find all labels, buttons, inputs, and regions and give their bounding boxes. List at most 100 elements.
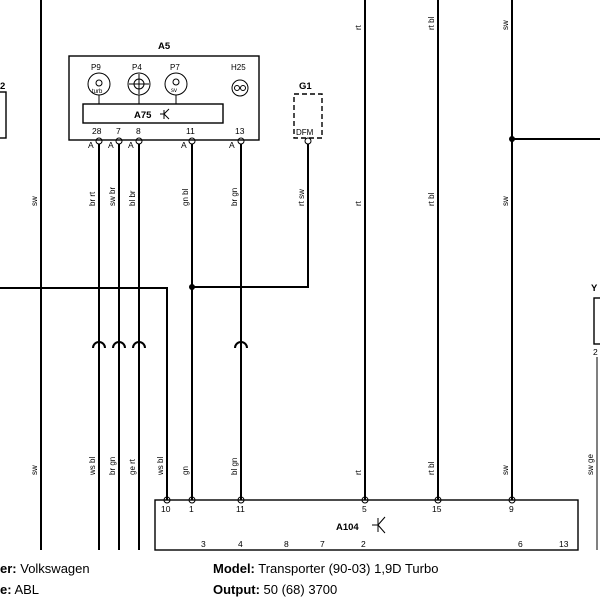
wire-label: ws bl (156, 457, 165, 476)
wire-label: br gn (230, 188, 239, 206)
a104-pin-8: 8 (284, 539, 289, 549)
a104-pin-6: 6 (518, 539, 523, 549)
footer-output: Output: 50 (68) 3700 (213, 582, 337, 597)
transistor-icon (160, 108, 170, 120)
connector-pin (163, 496, 171, 504)
wire-label: sw br (108, 187, 117, 206)
right-partial-label: Y (591, 283, 598, 294)
a5-pin-letter: A (108, 140, 114, 150)
lamp-h25-filament (234, 85, 240, 91)
wire-label: bl gn (230, 458, 239, 475)
left-partial-label: 2 (0, 81, 5, 92)
left-partial-module (0, 91, 7, 139)
a5-pin-letter: A (88, 140, 94, 150)
lamp-p7-label: P7 (170, 63, 180, 72)
g1-sensor-sub: DFM (296, 128, 314, 137)
footer-engine-label: e: (0, 582, 12, 597)
connector-pin (361, 496, 369, 504)
lamp-p4: P4 (127, 63, 151, 96)
a104-pin-13: 13 (559, 539, 569, 549)
lamp-p4-label: P4 (132, 63, 142, 72)
footer-model-label: Model: (213, 561, 255, 576)
connector-arc (112, 341, 126, 349)
wire-label: ws bl (88, 457, 97, 476)
wire-label: br gn (108, 457, 117, 475)
footer-background (0, 553, 600, 600)
wire-label: gn (181, 466, 190, 475)
a75-bar (82, 103, 224, 124)
connector-pin (237, 496, 245, 504)
lamp-p9-label: P9 (91, 63, 101, 72)
footer-model: Model: Transporter (90-03) 1,9D Turbo (213, 561, 438, 576)
wire-label: sw (501, 465, 510, 475)
wire-rtsw (192, 144, 309, 288)
a104-module-box (154, 499, 579, 551)
lamp-p7-inner-dot (172, 78, 180, 86)
wire-label: ge rt (128, 458, 137, 475)
connector-pin (188, 496, 196, 504)
lamp-h25-filament (240, 85, 246, 91)
a104-pin-7: 7 (320, 539, 325, 549)
g1-sensor-box (293, 93, 323, 139)
lamp-p9-inner: turb (92, 89, 103, 95)
a5-pin-7: 7 (116, 126, 121, 136)
right-partial-module (593, 297, 600, 345)
footer-make: er: Volkswagen (0, 561, 90, 576)
connector-pin (508, 496, 516, 504)
wire-label: rt bl (427, 16, 436, 30)
a5-pin-letter: A (229, 140, 235, 150)
transistor-icon (372, 516, 386, 534)
a104-module-name: A104 (336, 522, 359, 533)
right-partial-pin: 2 (593, 347, 598, 357)
a5-pin-8: 8 (136, 126, 141, 136)
wire-label: rt sw (297, 189, 306, 206)
wire-label: rt (354, 24, 363, 30)
junction-dot (189, 284, 195, 290)
connector-arc (92, 341, 106, 349)
wire-label: sw (30, 465, 39, 475)
connector-pin (304, 137, 312, 145)
junction-dot (509, 136, 515, 142)
a104-pin-11: 11 (236, 504, 245, 514)
a104-pin-2: 2 (361, 539, 366, 549)
footer-output-value: 50 (68) 3700 (260, 582, 337, 597)
footer-model-value: Transporter (90-03) 1,9D Turbo (255, 561, 439, 576)
wire-label: sw (30, 196, 39, 206)
a5-module-name: A5 (158, 41, 171, 52)
a104-pin-5: 5 (362, 504, 367, 514)
wire-label: br rt (88, 191, 97, 206)
connector-arc (132, 341, 146, 349)
g1-sensor-name: G1 (299, 81, 312, 92)
connector-pin (434, 496, 442, 504)
a5-pin-letter: A (128, 140, 134, 150)
lamp-h25-icon (231, 79, 249, 97)
a5-module-box (68, 55, 260, 141)
a104-pin-1: 1 (189, 504, 194, 514)
a104-pin-10: 10 (161, 504, 171, 514)
footer-engine: e: ABL (0, 582, 39, 597)
wire-label: rt bl (427, 461, 436, 475)
wire-label: bl br (128, 190, 137, 206)
a5-pin-letter: A (181, 140, 187, 150)
wire-label: gn bl (181, 188, 190, 206)
wire-label: sw (501, 20, 510, 30)
footer-make-value: Volkswagen (17, 561, 90, 576)
wire-label: sw (501, 196, 510, 206)
a104-pin-3: 3 (201, 539, 206, 549)
a104-pin-4: 4 (238, 539, 243, 549)
footer-make-label: er: (0, 561, 17, 576)
a5-pin-13: 13 (235, 126, 245, 136)
lamp-p9-inner-dot (95, 79, 103, 87)
a104-pin-15: 15 (432, 504, 442, 514)
a5-pin-28: 28 (92, 126, 102, 136)
lamp-p7-inner: sv (171, 88, 177, 94)
footer-output-label: Output: (213, 582, 260, 597)
a75-bar-label: A75 (134, 110, 152, 121)
a104-pin-9: 9 (509, 504, 514, 514)
footer-engine-value: ABL (12, 582, 39, 597)
wire-label: rt (354, 200, 363, 206)
lamp-h25: H25 (231, 63, 249, 97)
wire-label: rt (354, 469, 363, 475)
a5-pin-11: 11 (186, 126, 195, 136)
